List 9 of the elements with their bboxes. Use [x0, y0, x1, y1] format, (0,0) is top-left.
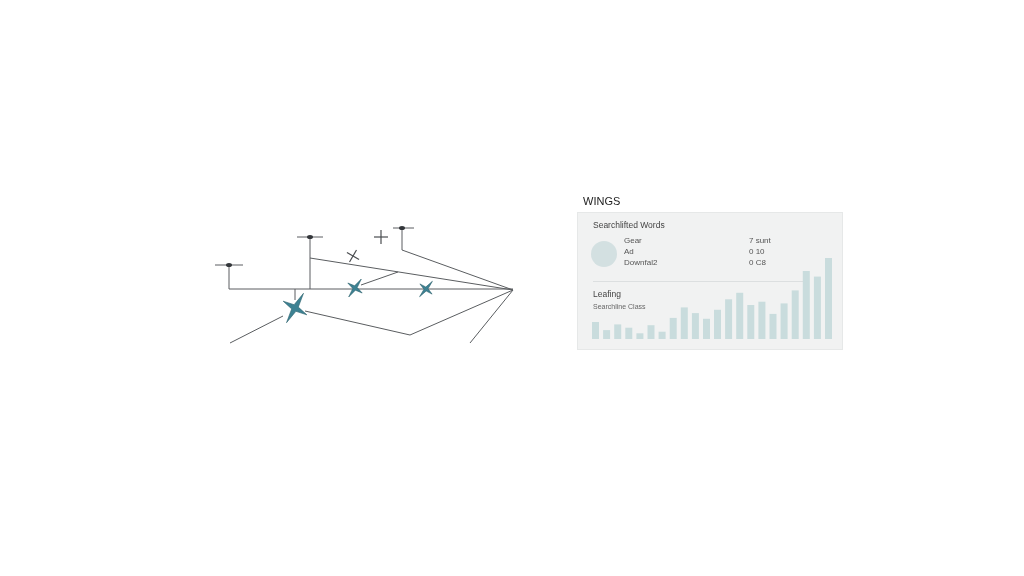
row-label: Gear [624, 236, 642, 246]
row-label: Ad [624, 247, 634, 257]
card-heading: Searchlifted Words [593, 221, 665, 231]
row-value: 0 10 [749, 247, 765, 257]
section-heading: Leafing [593, 290, 621, 300]
panel-title: WINGS [583, 195, 621, 208]
row-label: Downfal2 [624, 258, 658, 268]
row-value: 0 C8 [749, 258, 766, 268]
row-value: 7 sunt [749, 236, 771, 246]
